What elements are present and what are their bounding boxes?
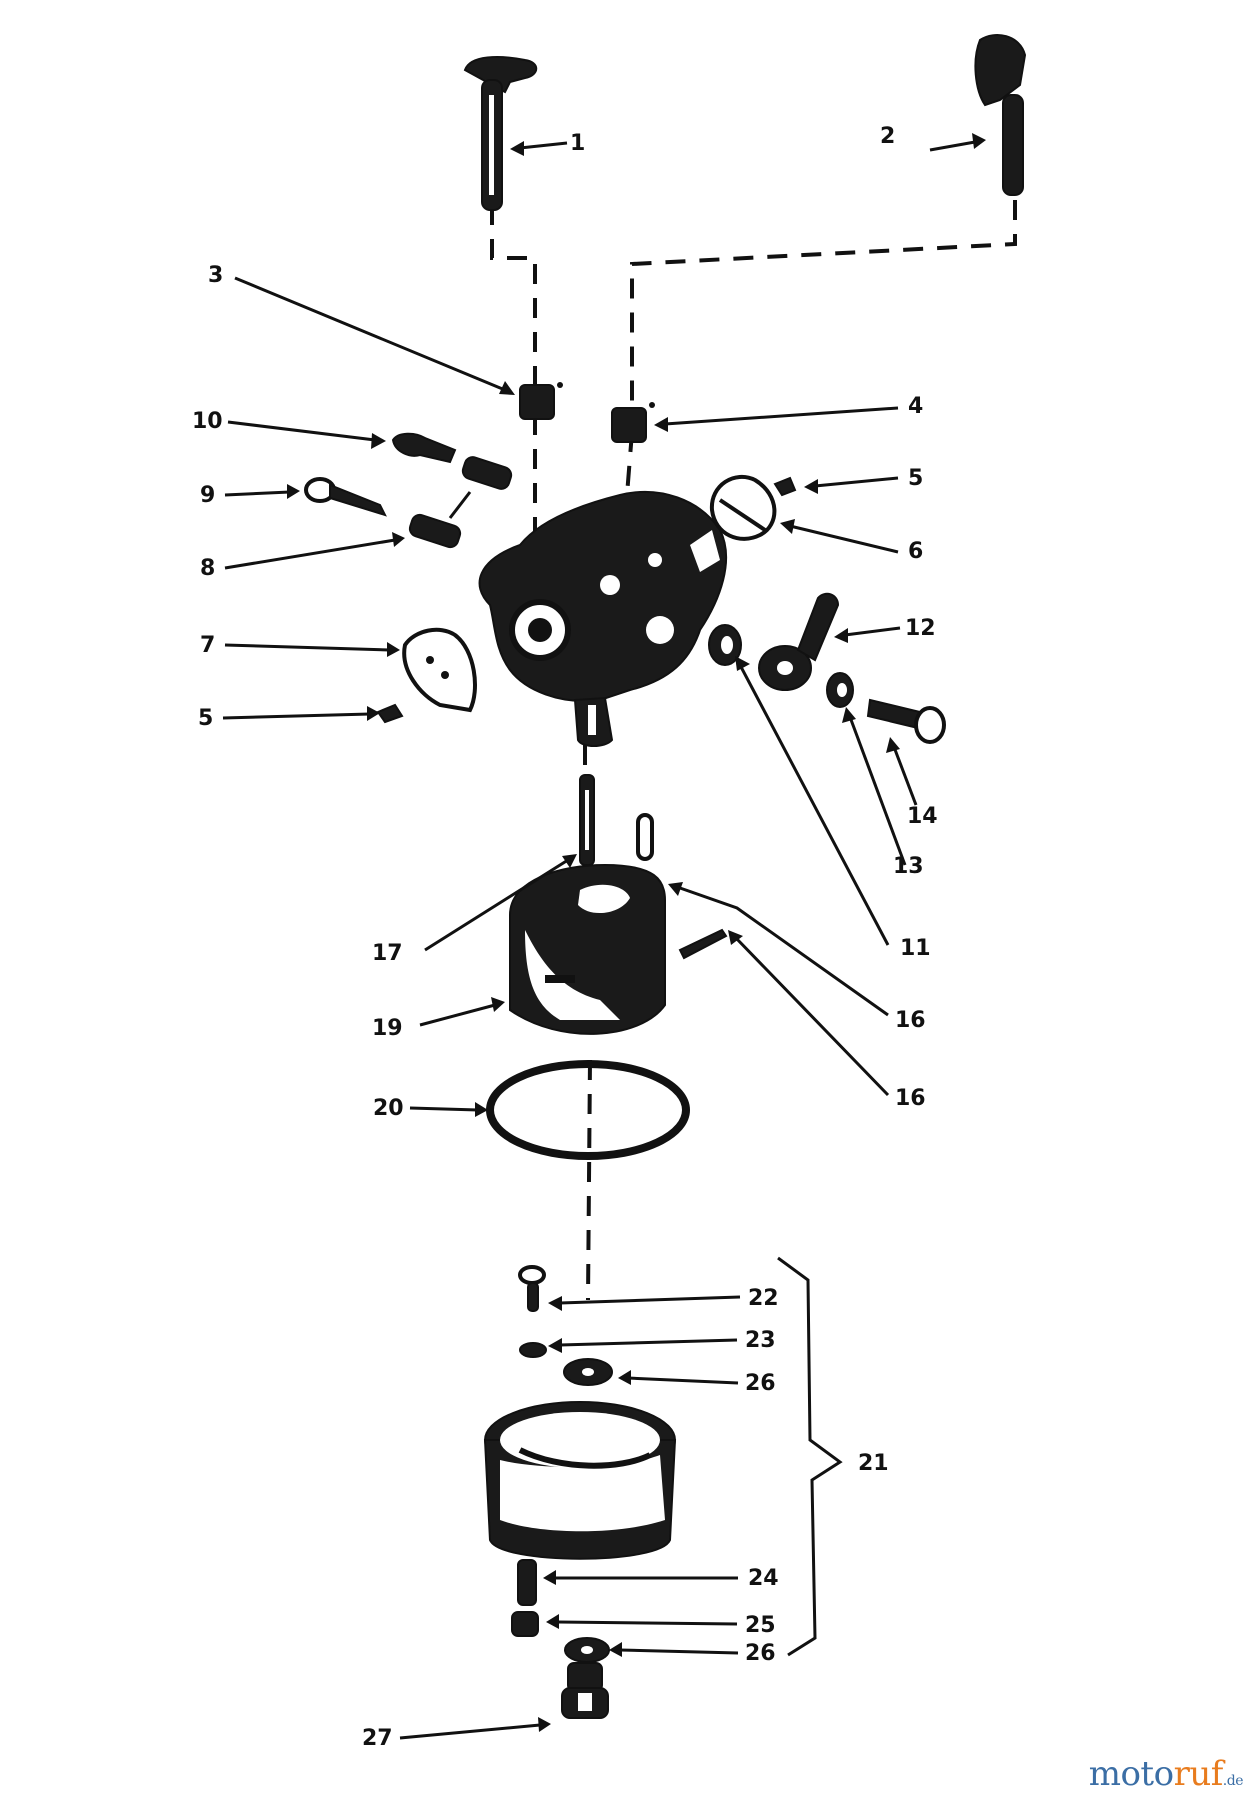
part-6-shape xyxy=(709,474,777,541)
callout-26-lower: 26 xyxy=(745,1641,776,1666)
callout-16-upper: 16 xyxy=(895,1008,926,1033)
callout-7: 7 xyxy=(200,633,215,658)
part-16a-shape xyxy=(636,813,654,861)
callout-14: 14 xyxy=(907,804,938,829)
callout-16-lower: 16 xyxy=(895,1086,926,1111)
callout-10: 10 xyxy=(192,409,223,434)
part-1-shape xyxy=(463,56,538,211)
alignment-lines xyxy=(490,200,1017,1301)
callout-24: 24 xyxy=(748,1566,779,1591)
part-27-shape xyxy=(561,1662,609,1719)
callout-3: 3 xyxy=(208,263,223,288)
part-7-shape xyxy=(402,627,477,713)
part-16b-shape xyxy=(678,928,728,960)
callout-12: 12 xyxy=(905,616,936,641)
part-23-shape xyxy=(519,1342,547,1358)
callout-5-bottom: 5 xyxy=(198,706,213,731)
part-14-shape xyxy=(866,698,946,744)
part-10-shape xyxy=(391,432,457,464)
part-5a-shape xyxy=(773,476,797,497)
callout-17: 17 xyxy=(372,941,403,966)
part-24-shape xyxy=(517,1559,537,1606)
watermark-text-tld: .de xyxy=(1222,1773,1244,1789)
part-13-shape xyxy=(826,672,854,708)
callout-13: 13 xyxy=(893,854,924,879)
part-19-shape xyxy=(509,863,666,1035)
callout-22: 22 xyxy=(748,1286,779,1311)
callout-27: 27 xyxy=(362,1726,393,1751)
callout-labels: 1 2 3 4 5 6 10 9 8 12 7 5 14 13 17 11 16… xyxy=(192,124,938,1751)
callout-2: 2 xyxy=(880,124,895,149)
callout-4: 4 xyxy=(908,394,923,419)
part-5b-shape xyxy=(376,703,404,724)
part-8-springs xyxy=(408,456,513,549)
watermark-text-main: moto xyxy=(1088,1754,1174,1794)
watermark-text-accent: ruf xyxy=(1173,1754,1224,1794)
callout-21: 21 xyxy=(858,1451,889,1476)
part-17-shape xyxy=(579,774,595,866)
callout-6: 6 xyxy=(908,539,923,564)
part-20-shape xyxy=(486,1060,690,1160)
callout-23: 23 xyxy=(745,1328,776,1353)
callout-5-top: 5 xyxy=(908,466,923,491)
callout-26-upper: 26 xyxy=(745,1371,776,1396)
callout-9: 9 xyxy=(200,483,215,508)
callout-1: 1 xyxy=(570,131,585,156)
part-21-bracket xyxy=(777,1256,843,1657)
part-26b-shape xyxy=(564,1637,610,1663)
part-2-shape xyxy=(974,34,1027,196)
part-9-shape xyxy=(304,477,387,517)
part-25-shape xyxy=(511,1611,539,1637)
part-3-shape xyxy=(519,382,563,420)
carburetor-body xyxy=(478,490,728,747)
callout-20: 20 xyxy=(373,1096,404,1121)
part-12-shape xyxy=(758,592,840,691)
callout-19: 19 xyxy=(372,1016,403,1041)
callout-25: 25 xyxy=(745,1613,776,1638)
part-4-shape xyxy=(611,402,655,443)
callout-11: 11 xyxy=(900,936,931,961)
callout-8: 8 xyxy=(200,556,215,581)
motoruf-watermark-logo: motoruf.de xyxy=(1088,1754,1244,1794)
part-22-shape xyxy=(518,1265,546,1312)
part-26a-shape xyxy=(563,1358,613,1386)
float-bowl xyxy=(483,1401,677,1560)
part-11-shape xyxy=(708,624,742,666)
leader-lines xyxy=(222,133,986,1740)
